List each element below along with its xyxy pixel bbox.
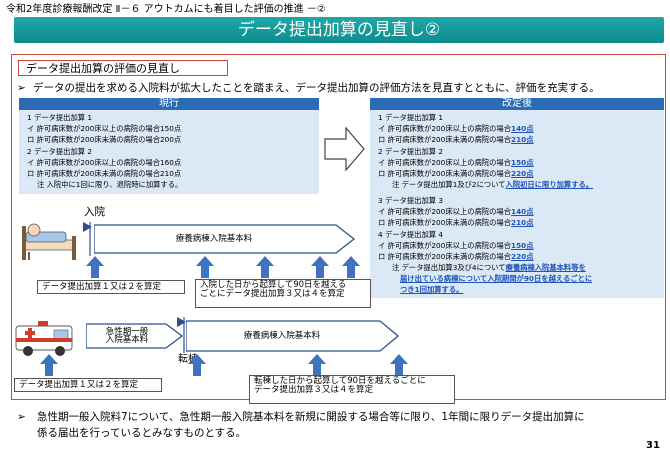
revised-note: 注 データ提出加算3及び4について療養病棟入院基本料等を <box>392 264 586 271</box>
revised-line: 3 データ提出加算 3 <box>378 197 443 204</box>
acute-ward-label: 急性期一般 入院基本料 <box>88 323 166 349</box>
current-table-header: 現行 <box>19 98 319 110</box>
bullet-text-2-cont: 係る届出を行っているとみなすものとする。 <box>37 428 246 439</box>
ward-bar-2-label: 療養病棟入院基本料 <box>186 320 378 352</box>
revised-line: イ 許可病床数が200床以上の病院の場合140点 <box>378 125 534 132</box>
bullet-text-1: データの提出を求める入院料が拡大したことを踏まえ、データ提出加算の評価方法を見直… <box>33 83 600 94</box>
revised-line: 4 データ提出加算 4 <box>378 231 443 238</box>
bullet-text-2: 急性期一般入院料7について、急性期一般入院基本料を新規に開設する場合等に限り、1… <box>37 412 585 423</box>
revised-note: つき1回加算する。 <box>400 286 463 293</box>
revised-line: ロ 許可病床数が200床未満の病院の場合210点 <box>378 219 534 226</box>
current-line: 2 データ提出加算 2 <box>27 148 92 155</box>
current-line: イ 許可病床数が200床以上の病院の場合160点 <box>27 159 181 166</box>
calc-box-right-2: 転棟した日から起算して90日を越えるごとに データ提出加算３又は４を算定 <box>249 375 455 404</box>
revised-line: ロ 許可病床数が200床未満の病院の場合210点 <box>378 136 534 143</box>
current-line: 注 入院中に1回に限り、退院時に加算する。 <box>37 181 182 188</box>
page-title: データ提出加算の見直し② <box>14 17 664 43</box>
revised-line: イ 許可病床数が200床以上の病院の場合140点 <box>378 208 534 215</box>
admit-label: 入院 <box>84 207 105 218</box>
change-arrow-icon <box>324 126 366 172</box>
current-line: ロ 許可病床数が200床未満の病院の場合200点 <box>27 136 181 143</box>
ward-bar-label: 療養病棟入院基本料 <box>94 224 334 254</box>
revised-line: イ 許可病床数が200床以上の病院の場合150点 <box>378 242 534 249</box>
revised-line: ロ 許可病床数が200床未満の病院の場合220点 <box>378 253 534 260</box>
revised-table-header: 改定後 <box>370 98 664 110</box>
page-number: 31 <box>646 441 660 451</box>
revised-line: ロ 許可病床数が200床未満の病院の場合220点 <box>378 170 534 177</box>
breadcrumb: 令和2年度診療報酬改定 Ⅱ－６ アウトカムにも着目した評価の推進 －② <box>6 5 326 15</box>
patient-bed-icon <box>20 214 80 262</box>
bullet-icon: ➢ <box>17 83 26 94</box>
revised-line: 1 データ提出加算 1 <box>378 114 443 121</box>
revised-note: 注 データ提出加算1及び2について入院初日に限り加算する。 <box>392 181 593 188</box>
up-arrows <box>86 256 366 278</box>
calc-box-left-2: データ提出加算１又は２を算定 <box>14 378 162 392</box>
bullet-icon: ➢ <box>17 412 26 423</box>
revised-line: 2 データ提出加算 2 <box>378 148 443 155</box>
section-label: データ提出加算の評価の見直し <box>18 60 228 76</box>
current-line: ロ 許可病床数が200床未満の病院の場合210点 <box>27 170 181 177</box>
current-line: 1 データ提出加算 1 <box>27 114 92 121</box>
revised-note: 届け出ている病棟について入院期間が90日を越えるごとに <box>400 275 592 282</box>
calc-box-right-1: 入院した日から起算して90日を越える ごとにデータ提出加算３又は４を算定 <box>195 279 371 308</box>
up-arrows-2 <box>40 354 412 376</box>
ambulance-icon <box>14 318 78 358</box>
current-line: イ 許可病床数が200床以上の病院の場合150点 <box>27 125 181 132</box>
revised-line: イ 許可病床数が200床以上の病院の場合150点 <box>378 159 534 166</box>
calc-box-left-1: データ提出加算１又は２を算定 <box>37 280 185 294</box>
